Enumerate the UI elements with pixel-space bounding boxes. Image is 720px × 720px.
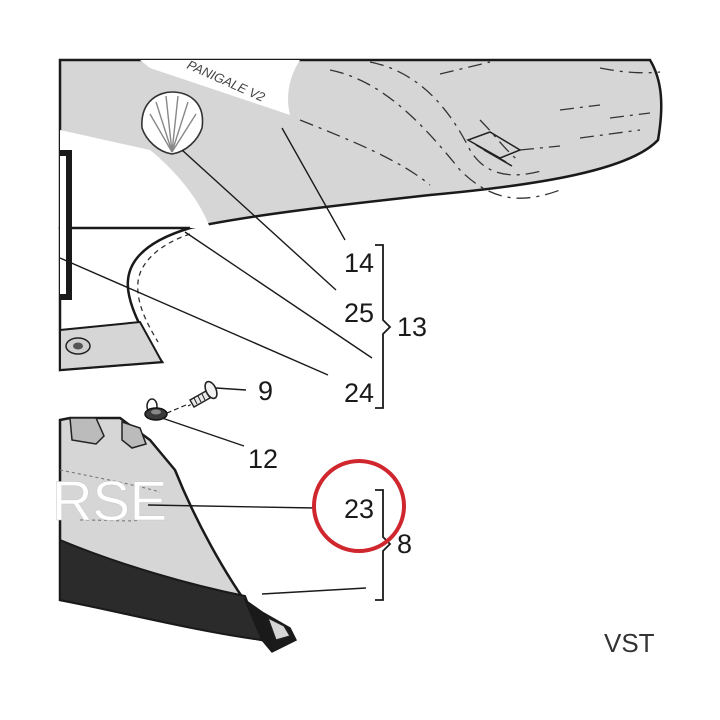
highlight-circle <box>312 459 406 553</box>
callout-9: 9 <box>258 376 273 406</box>
leader-12 <box>161 417 245 447</box>
upper-fairing-panel <box>58 58 663 230</box>
lower-fairing-detail-lines <box>59 469 161 522</box>
upper-fairing-white-side <box>60 130 210 228</box>
reference-code: VST <box>604 628 655 658</box>
callout-24: 24 <box>344 378 374 408</box>
side-panel-inner-dashes <box>137 233 191 343</box>
screw-axis-dash <box>159 404 187 417</box>
lower-fairing-panel <box>58 416 298 653</box>
upper-fairing-gray-body <box>58 58 663 230</box>
callout-12: 12 <box>248 444 278 474</box>
lower-fairing-tip-notch <box>266 616 291 641</box>
callout-14: 14 <box>344 248 374 278</box>
hidden-edge-dashes <box>299 61 661 199</box>
side-window-inner <box>60 156 66 294</box>
leader-14 <box>281 127 346 241</box>
leader-9 <box>215 387 247 391</box>
lower-decal-text: RSE <box>52 469 167 532</box>
callout-23: 23 <box>344 494 374 524</box>
screw-part <box>187 380 218 408</box>
bracket-13 <box>375 244 392 409</box>
callout-25: 25 <box>344 298 374 328</box>
leader-lines <box>59 127 373 595</box>
upper-fairing-white-stripe <box>140 60 300 115</box>
vent-detail <box>466 131 522 167</box>
leader-23 <box>147 504 317 509</box>
leader-25 <box>181 149 337 291</box>
shell-logo-decal <box>141 91 204 155</box>
lower-fairing-clips <box>69 417 147 449</box>
side-panel <box>58 150 191 372</box>
grommet-part <box>144 398 168 421</box>
leader-13 <box>184 231 373 359</box>
mounting-hole <box>65 337 91 355</box>
leader-24 <box>59 257 329 376</box>
side-panel-gray-tab <box>59 320 164 372</box>
callout-8: 8 <box>397 529 412 559</box>
bracket-8 <box>375 489 392 601</box>
callout-13: 13 <box>397 312 427 342</box>
screw-head <box>204 380 218 400</box>
leader-8 <box>261 587 367 595</box>
